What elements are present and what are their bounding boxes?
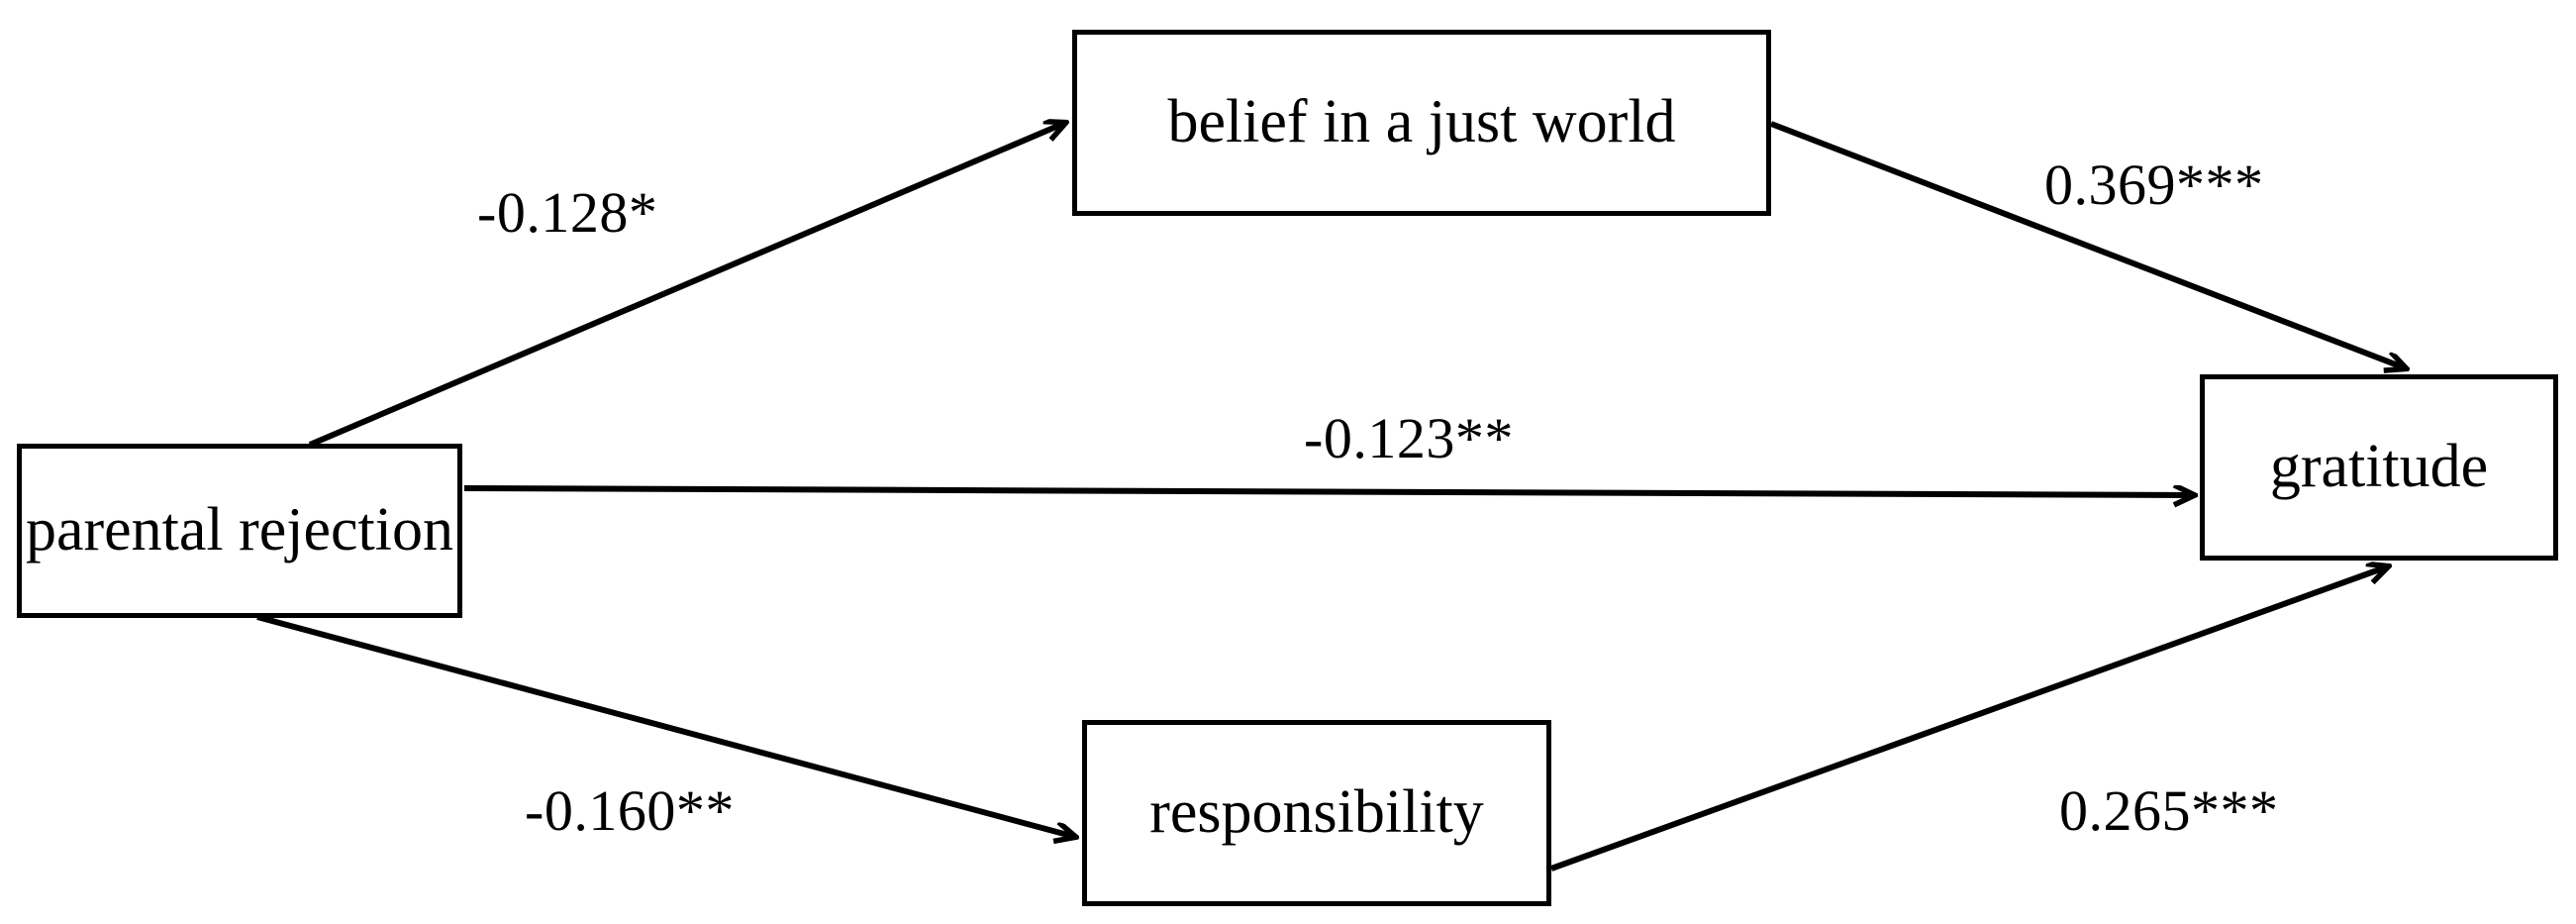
edge-resp-to-gr — [1549, 566, 2388, 872]
edge-label-pr-to-bjw: -0.128* — [477, 180, 658, 245]
node-label-gratitude: gratitude — [2269, 433, 2489, 501]
edge-label-bjw-to-gr: 0.369*** — [2044, 153, 2264, 217]
edge-bjw-to-gr — [1769, 121, 2406, 368]
edge-label-pr-to-gr: -0.123** — [1304, 406, 1514, 470]
edge-pr-to-bjw — [308, 123, 1065, 448]
node-label-responsibility: responsibility — [1149, 778, 1484, 847]
node-responsibility: responsibility — [1082, 720, 1551, 906]
node-parental-rejection: parental rejection — [17, 444, 462, 618]
edge-pr-to-gr — [463, 488, 2194, 495]
node-label-parental-rejection: parental rejection — [25, 496, 454, 565]
node-gratitude: gratitude — [2200, 374, 2558, 561]
node-label-belief-in-a-just-world: belief in a just world — [1167, 88, 1676, 156]
node-belief-in-a-just-world: belief in a just world — [1072, 30, 1771, 216]
edge-label-resp-to-gr: 0.265*** — [2059, 778, 2279, 843]
edge-label-pr-to-resp: -0.160** — [525, 778, 735, 843]
edge-pr-to-resp — [256, 614, 1075, 837]
